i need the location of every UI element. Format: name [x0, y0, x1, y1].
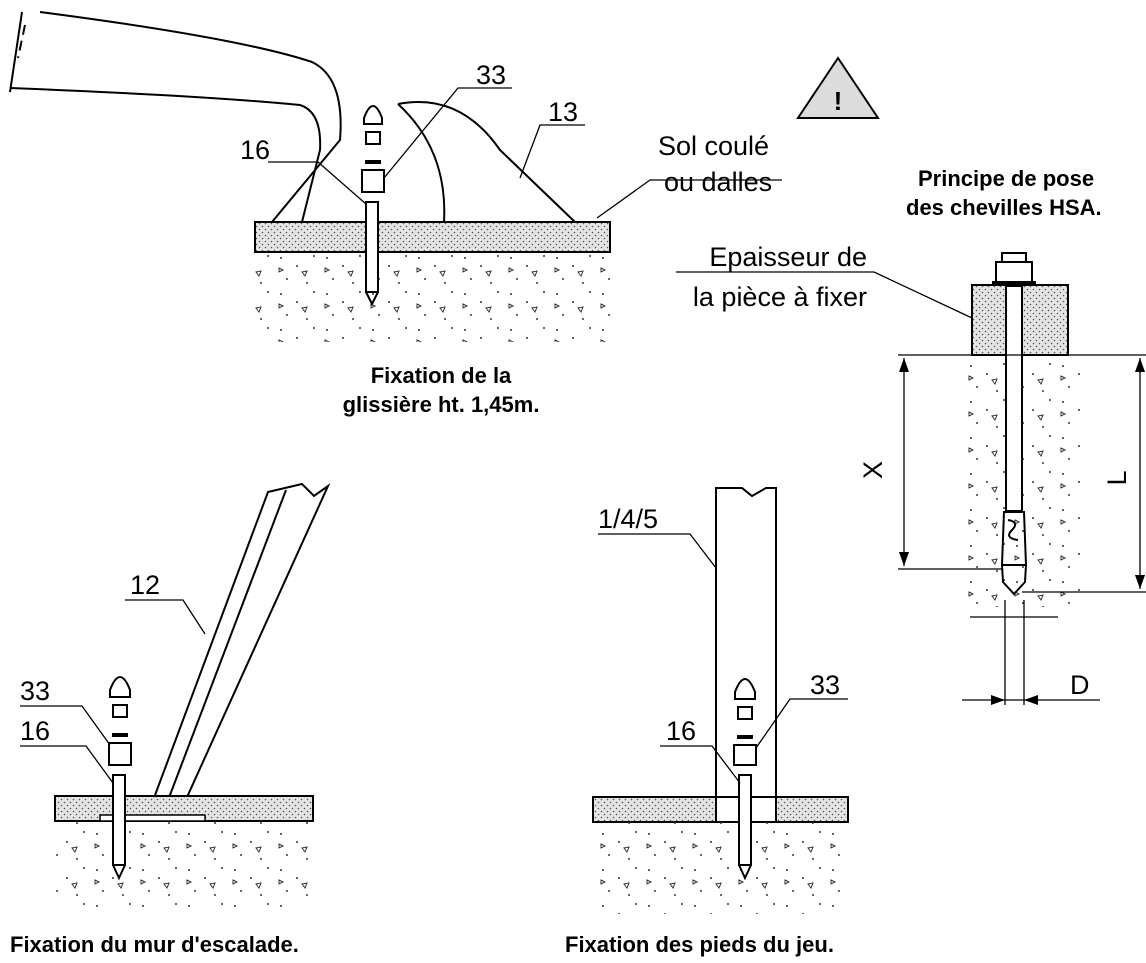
leader-145 — [598, 533, 717, 569]
anchor-cone — [1001, 564, 1027, 596]
label-16: 16 — [240, 135, 270, 165]
thickness-label-line2: la pièce à fixer — [693, 282, 867, 312]
leader-floor — [596, 179, 782, 219]
wall-concrete — [55, 821, 313, 913]
hex-nut — [995, 261, 1033, 283]
principle-title-line2: des chevilles HSA. — [906, 195, 1102, 220]
caption-feet: Fixation des pieds du jeu. — [565, 932, 834, 957]
label-12: 12 — [130, 570, 160, 600]
leader-thickness — [676, 271, 973, 319]
dim-d-label: D — [1070, 670, 1090, 700]
dim-x-label: X — [858, 461, 888, 479]
feet-cap-33 — [733, 744, 757, 766]
concrete-base — [255, 252, 610, 342]
wall-panel-edge — [161, 489, 287, 817]
feet-cap-nut — [734, 678, 756, 700]
slide-tube-inner — [9, 87, 322, 223]
feet-washer — [737, 735, 753, 739]
label-33-wall: 33 — [20, 676, 50, 706]
thickness-label-line1: Epaisseur de — [709, 242, 867, 272]
feet-nut — [737, 706, 753, 720]
wall-washer — [112, 733, 128, 737]
leader-33-wall — [20, 705, 111, 746]
slope-profile — [397, 100, 576, 223]
caption-wall: Fixation du mur d'escalade. — [10, 932, 299, 957]
leader-16-feet — [660, 745, 741, 784]
dim-l-label: L — [1102, 470, 1132, 485]
floor-slab — [254, 221, 611, 253]
label-33-feet: 33 — [810, 670, 840, 700]
label-floor-line2: ou dalles — [664, 167, 772, 197]
break-line-2 — [9, 11, 23, 93]
label-floor-line1: Sol coulé — [658, 131, 769, 161]
leader-33 — [383, 87, 512, 179]
wall-cap-33 — [108, 742, 132, 766]
wall-nut — [112, 704, 128, 718]
game-feet-drawing: 1/4/5 33 16 Fixation des pieds du jeu. — [565, 487, 849, 957]
leader-13 — [519, 124, 585, 179]
label-16-feet: 16 — [666, 716, 696, 746]
label-16-wall: 16 — [20, 716, 50, 746]
label-13: 13 — [548, 97, 578, 127]
label-33: 33 — [476, 60, 506, 90]
leader-16 — [268, 161, 367, 205]
svg-text:!: ! — [834, 86, 843, 116]
caption-top-line2: glissière ht. 1,45m. — [343, 392, 540, 417]
anchor-principle: Principe de pose des chevilles HSA. Epai… — [676, 166, 1146, 705]
climbing-wall-drawing: 12 33 16 Fixation du mur d'escalade. — [10, 482, 331, 957]
leader-16-wall — [20, 745, 114, 784]
break-line — [17, 24, 26, 59]
anchor-shaft — [1005, 285, 1023, 512]
label-145: 1/4/5 — [598, 504, 658, 534]
wall-base-plate — [99, 814, 206, 822]
anchor-washer — [992, 281, 1036, 286]
cap-nut — [363, 105, 383, 125]
principle-title-line1: Principe de pose — [918, 166, 1094, 191]
caption-top-line1: Fixation de la — [371, 363, 512, 388]
wall-cap-nut — [109, 676, 131, 698]
wall-anchor-tip — [112, 864, 126, 881]
anchor-tip — [365, 291, 379, 307]
wall-anchor-16 — [112, 774, 126, 866]
feet-concrete — [593, 822, 848, 914]
cap-33 — [361, 169, 385, 193]
feet-anchor-tip — [738, 864, 752, 881]
feet-anchor-16 — [738, 774, 752, 866]
wall-panel-12 — [146, 482, 331, 819]
post-145 — [715, 487, 777, 820]
anchor-16 — [365, 201, 379, 293]
sleeve-clip — [1007, 519, 1019, 541]
leader-33-feet — [755, 698, 848, 749]
dim-d-arrows — [991, 695, 1038, 705]
slide-tube-outer — [39, 11, 342, 223]
warning-icon: ! — [796, 56, 880, 119]
leader-12 — [125, 599, 206, 635]
arc-profile — [397, 103, 446, 223]
top-drawing: 16 33 13 Sol coulé ou dalles Fixation de… — [9, 11, 782, 417]
washer — [365, 160, 381, 164]
nut — [365, 131, 381, 145]
bolt-end — [1001, 252, 1027, 263]
